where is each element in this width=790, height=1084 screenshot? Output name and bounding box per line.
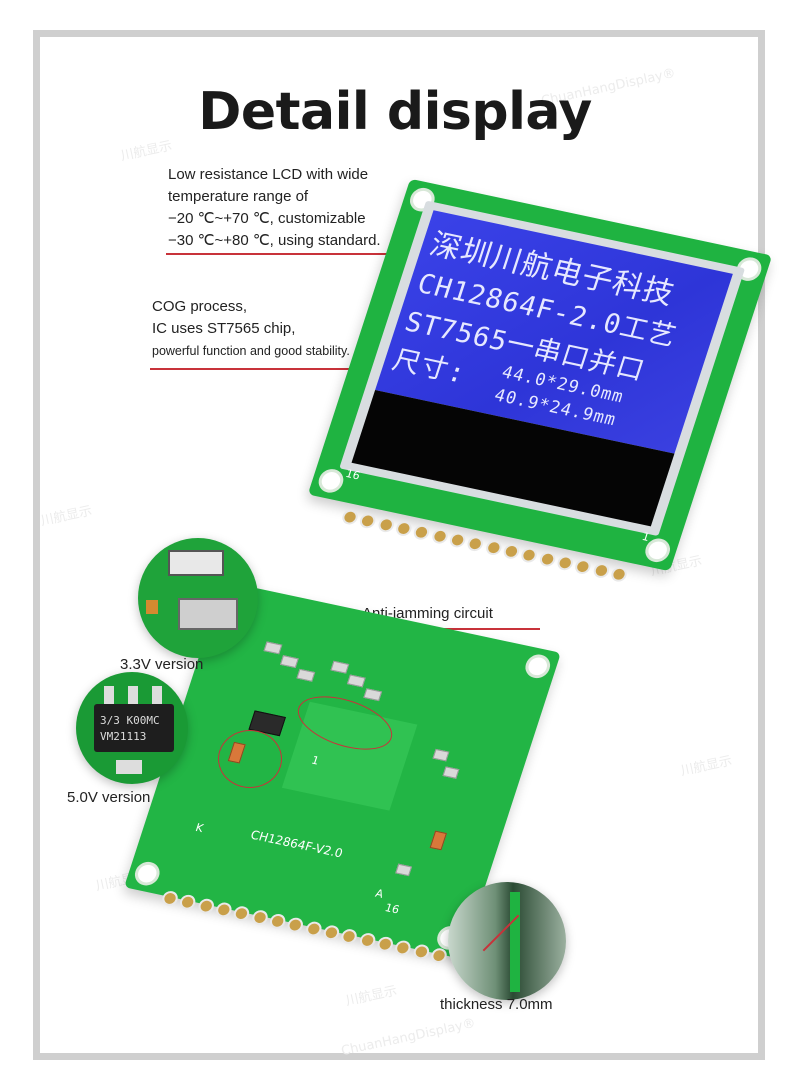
- pin: [321, 924, 342, 942]
- pin: [501, 542, 522, 561]
- pin: [375, 935, 395, 953]
- lcd-note-line: temperature range of: [168, 188, 309, 205]
- pin: [303, 920, 324, 938]
- pin: [447, 531, 468, 549]
- thickness-label: thickness 7.0mm: [440, 996, 553, 1013]
- zoom-thickness: [448, 882, 566, 1000]
- pin: [393, 939, 413, 957]
- lcd-temperature-note: Low resistance LCD with wide temperature…: [168, 164, 381, 252]
- zoom-50v-version: 3/3 K00MC VM21113: [76, 672, 188, 784]
- pin: [357, 931, 377, 950]
- zoom-chip-pin: [128, 686, 138, 704]
- pin: [430, 527, 450, 545]
- zoom-ic-chip: 3/3 K00MC VM21113: [94, 704, 174, 752]
- pin: [555, 554, 575, 572]
- pin: [411, 943, 431, 961]
- cog-note-line: powerful function and good stability.: [152, 344, 350, 358]
- zoom-crystal: [178, 598, 238, 630]
- v33-label: 3.3V version: [120, 656, 204, 673]
- lcd-note-line: −20 ℃~+70 ℃, customizable: [168, 210, 366, 227]
- lcd-note-line: Low resistance LCD with wide: [168, 166, 369, 183]
- zoom-chip-pin: [152, 686, 162, 704]
- pin: [232, 904, 252, 923]
- cog-process-note: COG process, IC uses ST7565 chip, powerf…: [152, 296, 350, 362]
- pin: [178, 893, 198, 911]
- pin: [376, 516, 396, 534]
- pin: [519, 546, 539, 564]
- pin: [483, 538, 504, 557]
- zoom-pcb-edge: [510, 892, 520, 992]
- pin: [339, 927, 359, 946]
- zoom-chip-pin: [116, 760, 142, 774]
- pin: [573, 557, 593, 576]
- pin: [214, 901, 234, 919]
- pin: [394, 519, 414, 538]
- pin: [160, 889, 180, 908]
- cog-note-underline: [150, 368, 370, 370]
- pin: [267, 912, 288, 931]
- lcd-note-line: −30 ℃~+80 ℃, using standard.: [168, 232, 381, 249]
- zoom-chip-text: VM21113: [100, 730, 147, 743]
- regulator-highlight: [218, 730, 282, 788]
- pin: [412, 523, 432, 542]
- pin: [591, 561, 611, 580]
- pin: [465, 535, 486, 553]
- zoom-capacitor: [146, 600, 158, 614]
- pin: [285, 916, 306, 934]
- pin: [250, 908, 270, 927]
- v50-label: 5.0V version: [67, 789, 151, 806]
- pin: [340, 508, 360, 526]
- pin: [196, 897, 216, 915]
- pin: [537, 550, 557, 568]
- zoom-chip-text: 3/3 K00MC: [100, 714, 160, 727]
- zoom-chip-pin: [104, 686, 114, 704]
- cog-note-line: IC uses ST7565 chip,: [152, 320, 296, 337]
- zoom-33v-version: [138, 538, 258, 658]
- page-title: Detail display: [198, 82, 592, 142]
- pin: [358, 512, 378, 530]
- cog-note-line: COG process,: [152, 298, 248, 315]
- zoom-component: [168, 550, 224, 576]
- lcd-note-underline: [166, 253, 414, 255]
